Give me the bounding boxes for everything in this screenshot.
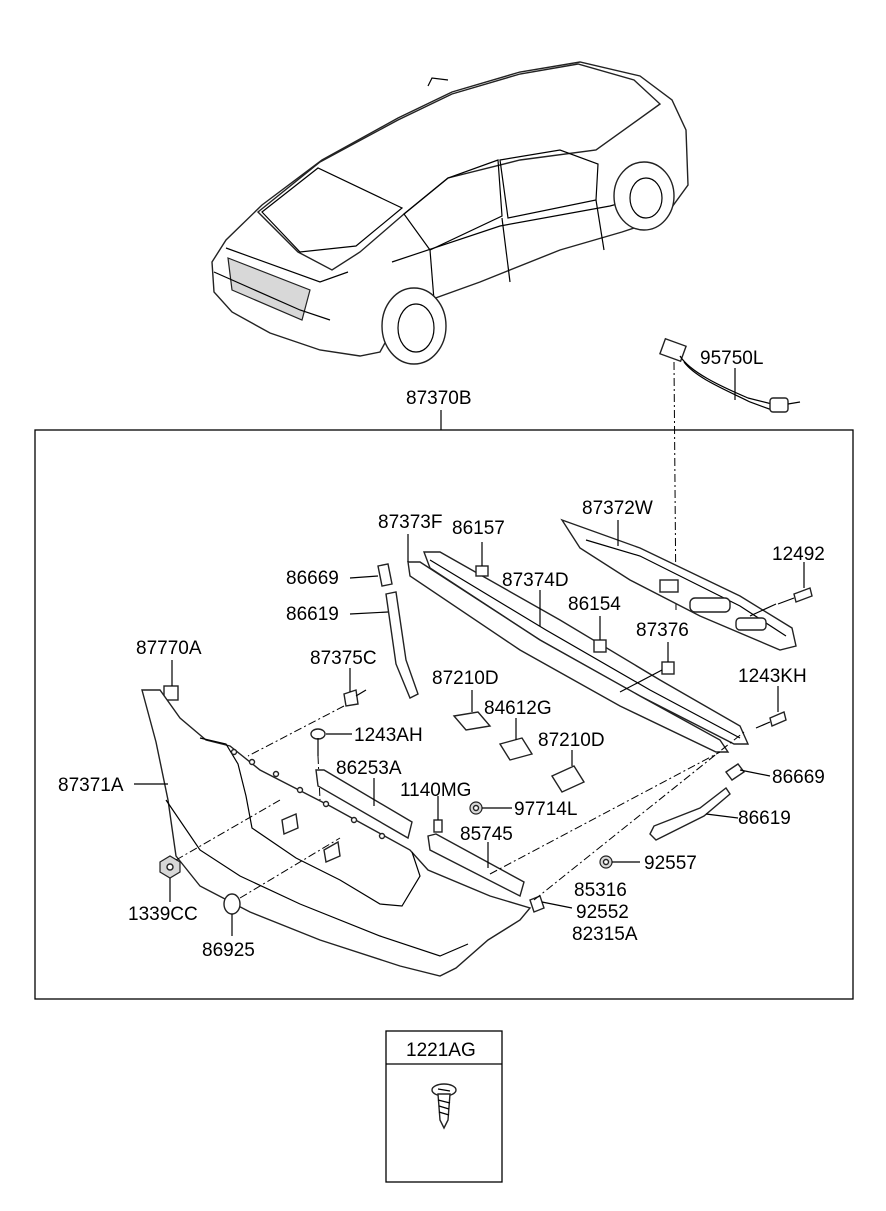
label-82315A: 82315A [572,924,638,945]
label-85316: 85316 [574,880,627,901]
clip-1140MG: 1140MG [400,780,471,833]
clip-87770A: 87770A [136,638,202,701]
upper-garnish-87372W: 87372W [560,498,797,651]
car-illustration [211,61,689,365]
label-87770A: 87770A [136,638,202,659]
label-12492: 12492 [772,544,825,565]
bolt-1243AH: 1243AH [310,725,423,801]
label-86619-left: 86619 [286,604,339,625]
label-87374D: 87374D [502,570,569,591]
label-92552: 92552 [576,902,629,923]
lamp-85316-92552-82315A: 85316 92552 82315A [529,880,638,945]
screw-12492: 12492 [749,544,825,617]
pad-84612G: 84612G [484,698,552,761]
clip-87376: 87376 [619,620,689,693]
label-87370B: 87370B [406,388,472,409]
label-85745: 85745 [460,824,513,845]
label-86669-left: 86669 [286,568,339,589]
label-1221AG: 1221AG [406,1040,476,1061]
label-86253A: 86253A [336,758,402,779]
seal-86619-left: 86619 [286,591,419,699]
grommet-92557: 92557 [599,853,697,874]
pad-86669-left: 86669 [286,563,393,589]
label-87375C: 87375C [310,648,377,669]
leader-harness [673,361,677,611]
label-95750L: 95750L [700,348,763,369]
label-87376: 87376 [636,620,689,641]
assembly-frame [34,429,854,1000]
label-87210D-lower: 87210D [538,730,605,751]
label-86925: 86925 [202,940,255,961]
label-87372W: 87372W [582,498,653,519]
label-87371A: 87371A [58,775,124,796]
label-86669-right: 86669 [772,767,825,788]
harness-95750L: 95750L [659,337,801,413]
strip-87373F: 87373F [378,512,730,753]
label-1140MG: 1140MG [400,780,471,801]
nut-1339CC: 1339CC [128,799,281,925]
label-84612G: 84612G [484,698,552,719]
pad-87210D-upper: 87210D [432,668,499,731]
pad-87210D-lower: 87210D [538,730,605,793]
callout-box-1221AG: 1221AG [385,1030,503,1183]
label-92557: 92557 [644,853,697,874]
label-86154: 86154 [568,594,621,615]
label-97714L: 97714L [514,799,577,820]
nut-97714L: 97714L [469,799,577,820]
label-1243AH: 1243AH [354,725,423,746]
strip-85745: 85745 [427,824,525,898]
label-86619-right: 86619 [738,808,791,829]
clip-87375C: 87375C [247,648,377,757]
screw-1243KH: 1243KH [738,666,807,729]
cap-86925: 86925 [202,837,341,961]
clip-86157: 86157 [452,518,505,577]
seal-86619-right: 86619 [649,786,791,841]
label-1339CC: 1339CC [128,904,198,925]
label-87210D-upper: 87210D [432,668,499,689]
clip-86154: 86154 [568,594,621,653]
pad-86669-right: 86669 [724,763,825,788]
label-87373F: 87373F [378,512,442,533]
screw-icon [431,1083,457,1130]
label-86157: 86157 [452,518,505,539]
strip-86253A: 86253A [315,758,413,840]
label-1243KH: 1243KH [738,666,807,687]
